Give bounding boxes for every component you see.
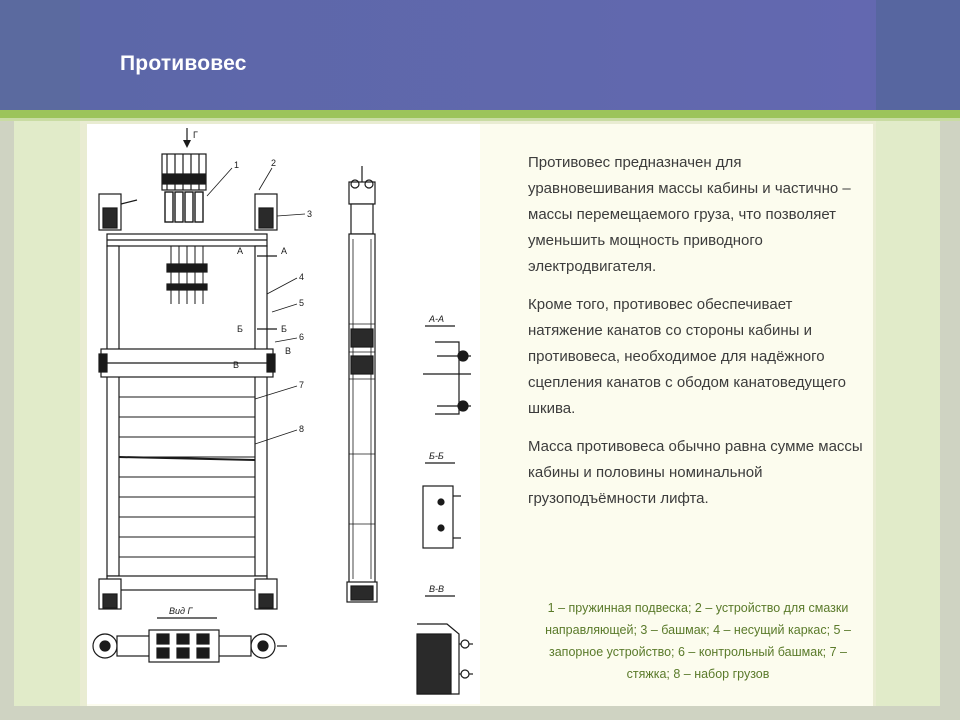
callout-3: 3 [307,209,312,219]
header-left-block [0,0,80,110]
section-title-bb: Б-Б [429,451,444,461]
slide-title: Противовес [120,52,247,75]
section-mark-v-right: В [285,346,291,356]
left-border [0,0,14,720]
section-title-vv: В-В [429,584,444,594]
header-right-block [876,0,960,110]
accent-bar-light [0,118,960,121]
callout-5: 5 [299,298,304,308]
callout-7: 7 [299,380,304,390]
bottom-border [0,706,960,720]
callout-8: 8 [299,424,304,434]
callout-1: 1 [234,160,239,170]
arrow-label: Г [193,130,198,140]
slide-body: Противовес предназначен для уравновешива… [528,150,864,524]
callout-4: 4 [299,272,304,282]
section-mark-b-right: Б [281,324,287,334]
section-mark-a-left: А [237,246,243,256]
view-label: Вид Г [169,606,193,616]
right-border [940,0,960,720]
header-bar [80,0,876,110]
callout-6: 6 [299,332,304,342]
section-title-aa: А-А [428,314,444,324]
counterweight-drawing: Г [87,124,480,704]
section-mark-a-right: А [281,246,287,256]
accent-bar [0,110,960,118]
paragraph-purpose: Противовес предназначен для уравновешива… [528,154,851,275]
section-mark-v-left: В [233,360,239,370]
paragraph-tension: Кроме того, противовес обеспечивает натя… [528,296,846,417]
paragraph-mass: Масса противовеса обычно равна сумме мас… [528,438,863,507]
figure-caption: 1 – пружинная подвеска; 2 – устройство д… [545,601,851,681]
section-mark-b-left: Б [237,324,243,334]
callout-2: 2 [271,158,276,168]
